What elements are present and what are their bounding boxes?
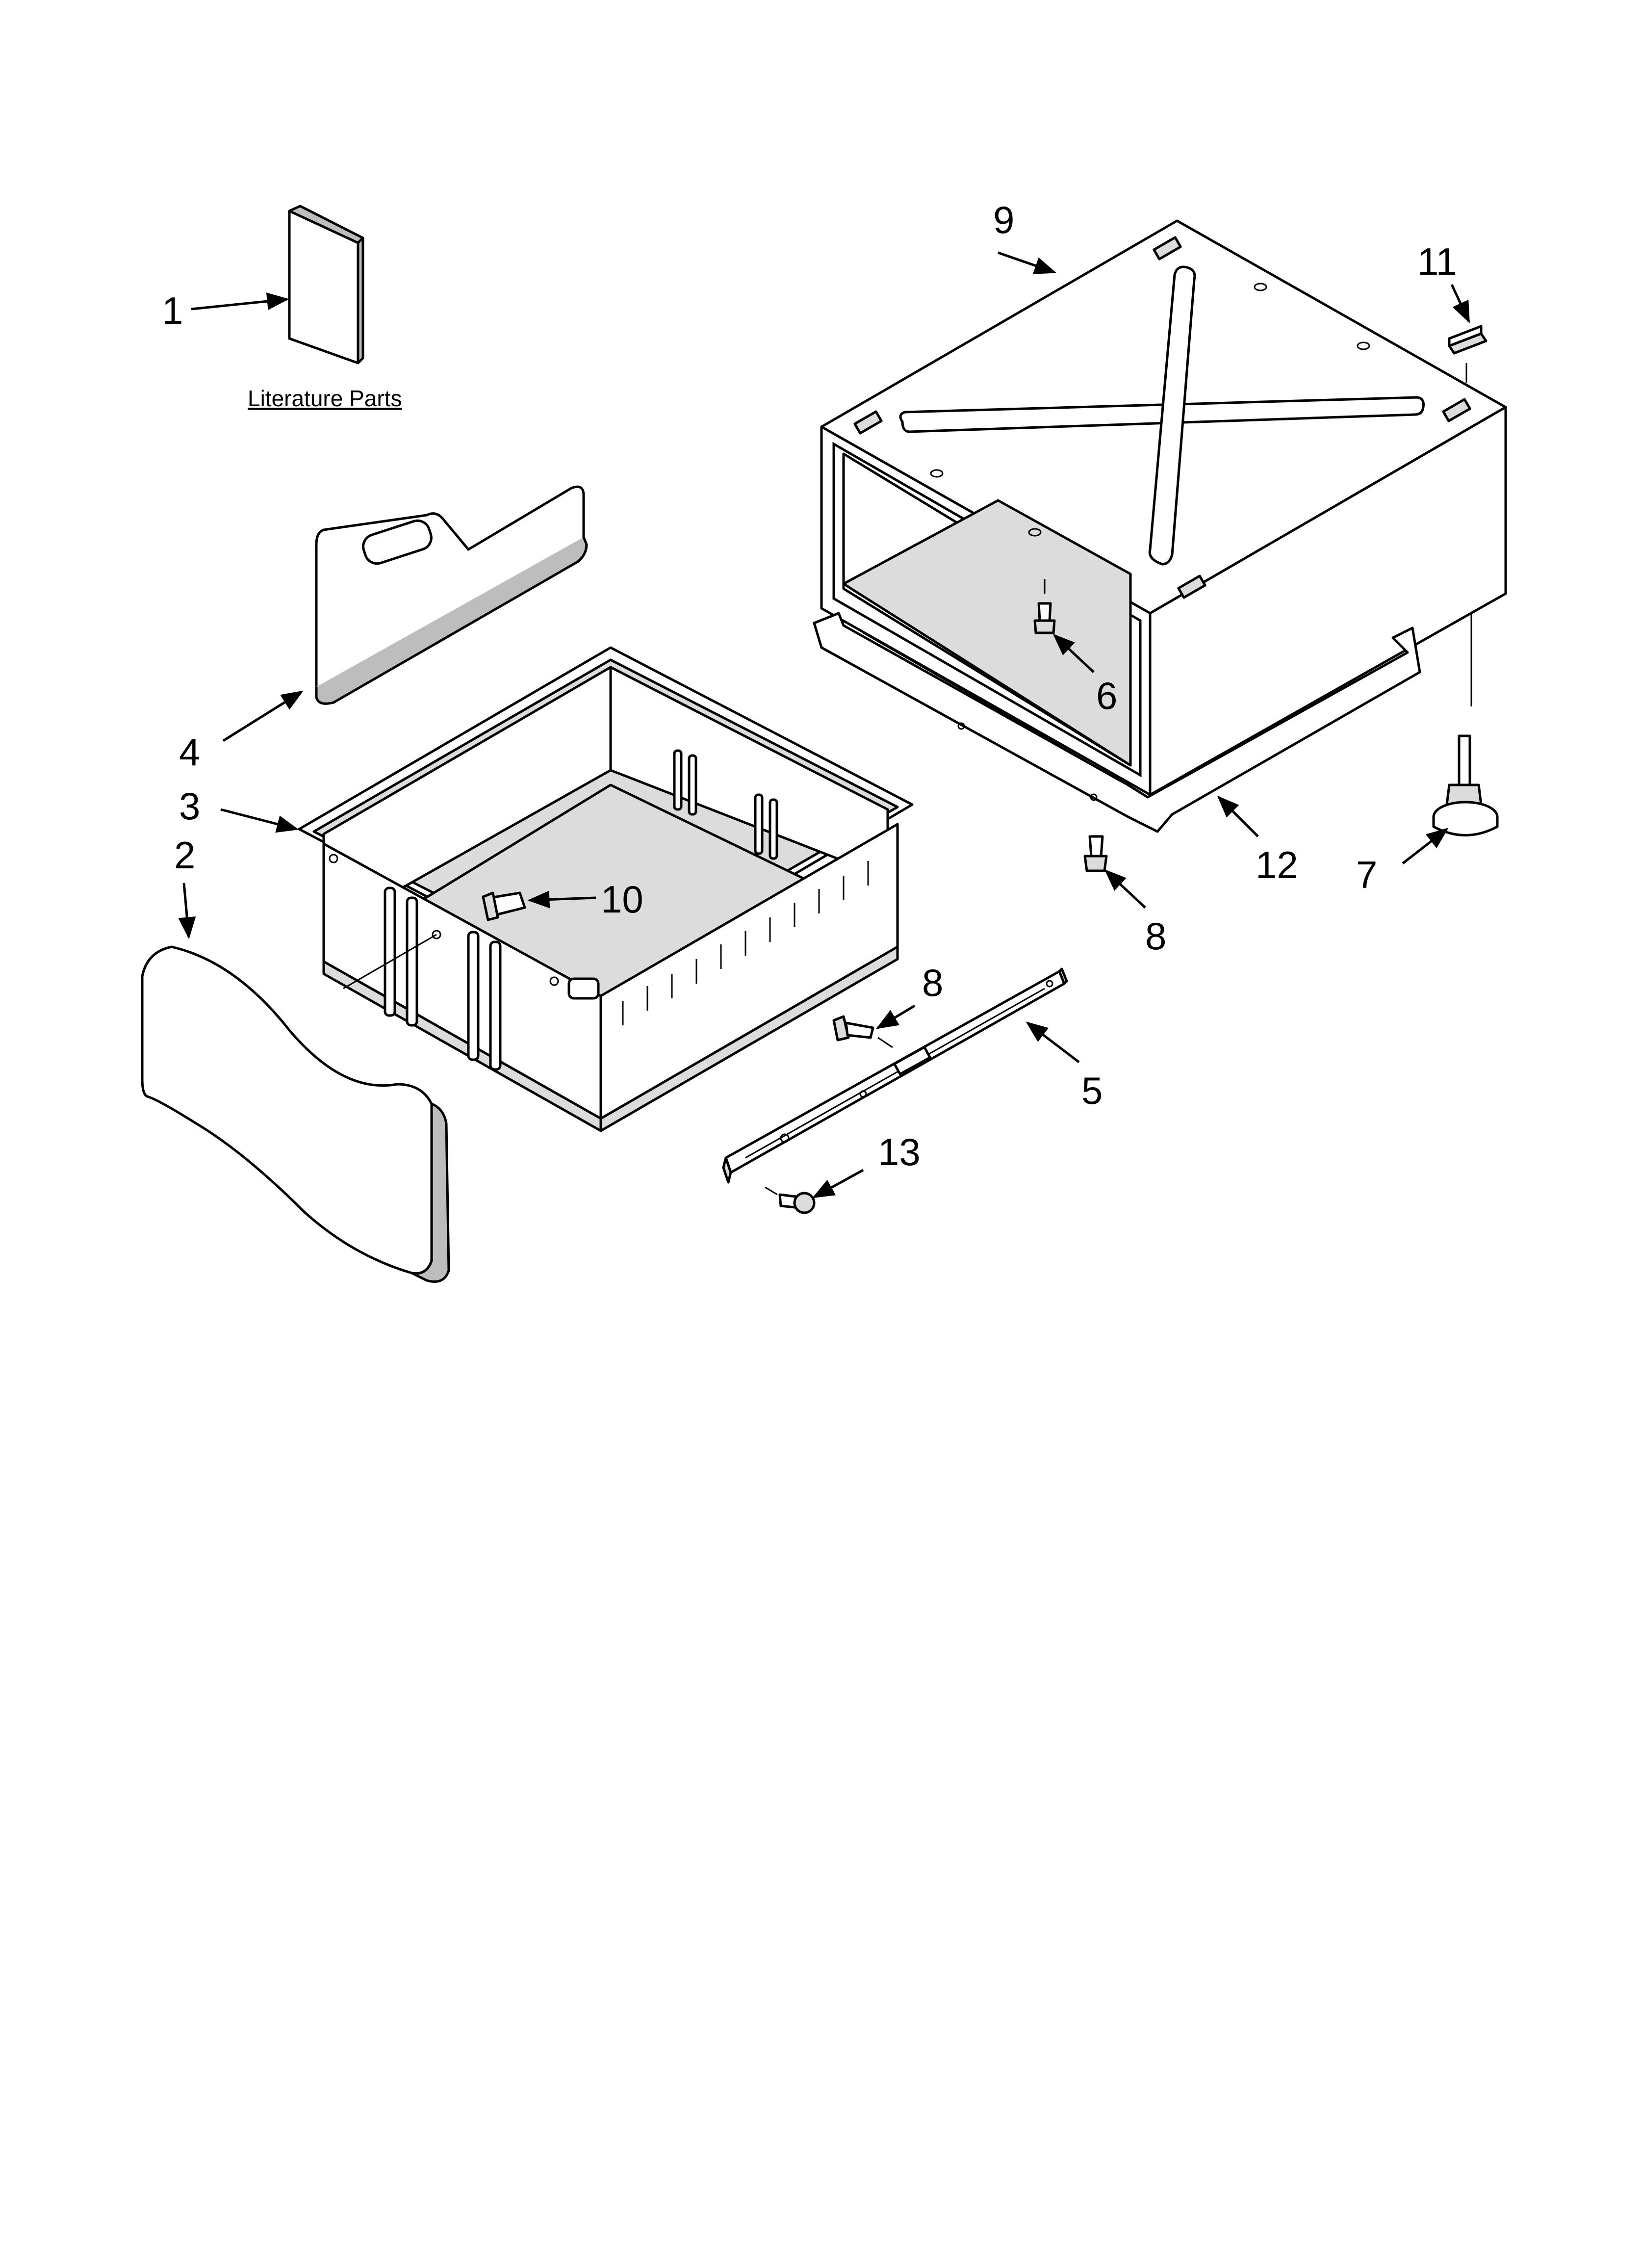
screw-part-10 [482, 891, 526, 921]
callout-10: 10 [601, 878, 643, 921]
screw-part-6 [1033, 579, 1056, 634]
callout-11: 11 [1417, 240, 1457, 283]
callout-7: 7 [1356, 853, 1377, 896]
callout-labels: 1 2 3 4 5 6 7 8 8 9 10 11 12 13 [162, 198, 1457, 1173]
drawer-bin-part-3 [298, 646, 914, 1132]
screw-part-8-rail [832, 1015, 874, 1042]
callout-12: 12 [1256, 843, 1298, 886]
callout-6: 6 [1096, 674, 1117, 717]
callout-13: 13 [878, 1130, 921, 1173]
leader-lines [178, 251, 1470, 1199]
pedestal-cabinet-part-9 [820, 219, 1507, 796]
drawer-front-part-2 [141, 945, 450, 1283]
screw-part-8-cabinet [1083, 835, 1108, 872]
slide-rail-part-5 [722, 967, 1068, 1184]
literature-booklet-part-1 [288, 205, 364, 365]
base-plate-part-12 [813, 612, 1421, 833]
screw-part-13 [765, 1186, 816, 1214]
callout-4: 4 [179, 730, 200, 774]
callout-3: 3 [179, 784, 200, 828]
leveling-leg-part-7 [1432, 613, 1499, 836]
callout-8-rail: 8 [922, 961, 943, 1004]
callout-8-cabinet: 8 [1145, 914, 1166, 958]
drawer-divider-part-4 [315, 485, 588, 705]
screw-part-8-rail-guide [877, 1037, 893, 1048]
literature-parts-label: Literature Parts [248, 386, 402, 411]
callout-5: 5 [1081, 1069, 1103, 1112]
callout-2: 2 [174, 834, 195, 877]
callout-1: 1 [162, 289, 183, 332]
callout-9: 9 [993, 198, 1014, 241]
pad-part-11 [1448, 325, 1488, 355]
